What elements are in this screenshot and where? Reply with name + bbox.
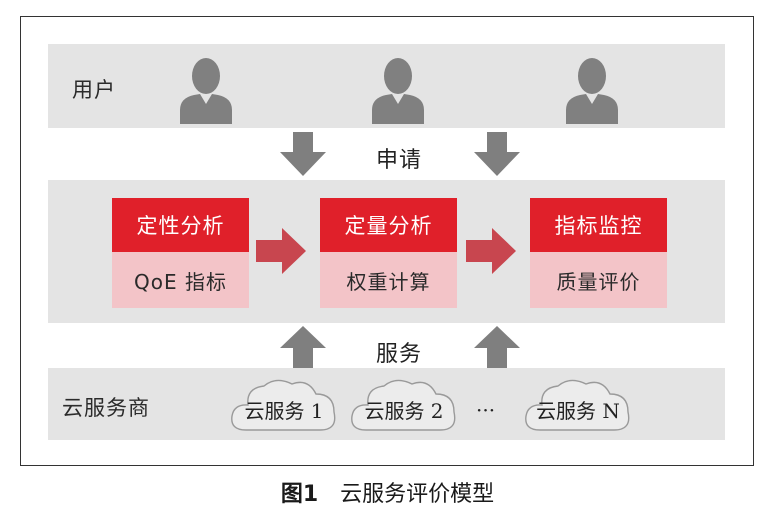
down-arrow-icon [280,132,326,176]
user-icon [372,58,424,124]
service-label: 服务 [376,342,423,367]
quality-evaluation-box: 质量评价 [530,252,667,308]
cloud-icon [231,379,336,431]
quantitative-analysis-box: 定量分析 [320,198,457,252]
user-icon [180,58,232,124]
apply-label: 申请 [376,148,423,173]
weight-calculation-box: 权重计算 [320,252,457,308]
down-arrow-icon [474,132,520,176]
user-layer-label: 用户 [72,78,116,102]
cloud-service-label: 云服务 2 [364,399,444,423]
cloud-service-1: 云服务 1 [228,374,340,434]
cloud-service-2: 云服务 2 [348,374,460,434]
right-arrow-icon [256,228,306,274]
cloud-provider-label: 云服务商 [62,396,150,420]
up-arrow-icon [280,326,326,368]
cloud-icon [525,379,630,431]
qualitative-analysis-box: 定性分析 [112,198,249,252]
cloud-service-label: 云服务 N [536,399,620,423]
figure-title: 云服务评价模型 [340,482,495,507]
up-arrow-icon [474,326,520,368]
right-arrow-icon [466,228,516,274]
ellipsis: ··· [476,398,496,422]
diagram-frame [20,16,754,466]
figure-number: 图1 [280,482,319,507]
cloud-service-label: 云服务 1 [244,399,324,423]
figure-caption: 图1 云服务评价模型 [0,476,775,508]
cloud-icon [351,379,456,431]
user-icon [566,58,618,124]
qoe-metric-box: QoE 指标 [112,252,249,308]
metric-monitoring-box: 指标监控 [530,198,667,252]
cloud-service-n: 云服务 N [522,374,634,434]
